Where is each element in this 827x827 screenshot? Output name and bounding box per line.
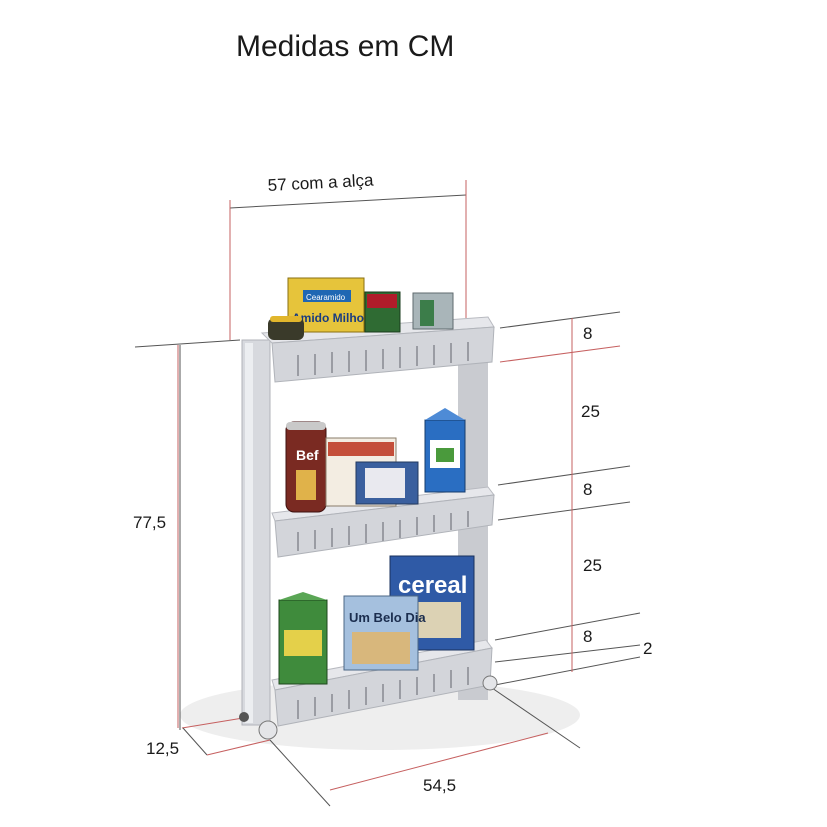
bottom-rail-label: 8 (583, 627, 592, 646)
front-post-highlight (245, 343, 253, 723)
gap-lower-label: 25 (583, 556, 602, 575)
depth-dimension-line (206, 739, 271, 756)
dimension-lines (134, 180, 641, 807)
middle-shelf-front (274, 494, 495, 558)
seg-line-4 (497, 501, 631, 521)
height-label: 77,5 (133, 513, 166, 532)
front-wheel (258, 720, 278, 740)
diagram-title: Medidas em CM (236, 30, 455, 63)
depth-extension (181, 717, 244, 729)
starch-name: Amido Milho (292, 311, 364, 325)
seg-line-7 (494, 656, 641, 686)
depth-label: 12,5 (146, 739, 179, 758)
base-dimension-line (329, 732, 549, 791)
left-wheel (239, 712, 249, 722)
seg-line-5 (494, 612, 641, 641)
seg-line-1 (499, 311, 621, 329)
jar (268, 318, 304, 340)
dimension-labels: 57 com a alça 77,5 8 25 8 25 8 2 12,5 54… (133, 170, 652, 795)
products: Cearamido Amido Milho Bef cereal Um Belo… (268, 277, 475, 685)
top-rail-label: 8 (583, 324, 592, 343)
storage-cart (239, 316, 498, 740)
mid-rail-label: 8 (583, 480, 592, 499)
chips-brand: Bef (296, 447, 319, 463)
seg-line-2 (499, 345, 621, 363)
base-right-extension (491, 687, 581, 749)
cereal-brand: cereal (398, 572, 467, 599)
starch-brand: Cearamido (306, 293, 346, 302)
depth-left-tick (182, 727, 208, 756)
breakfast-brand: Um Belo Dia (349, 610, 426, 625)
back-wheel (482, 675, 498, 691)
seg-line-3 (497, 465, 631, 486)
width-label: 57 com a alça (267, 170, 374, 195)
height-top-extension (134, 339, 241, 348)
seg-line-6 (494, 644, 641, 663)
wheel-label: 2 (643, 639, 652, 658)
base-width-label: 54,5 (423, 776, 456, 795)
shelf-slots (297, 342, 469, 719)
width-dimension-line (229, 194, 467, 209)
gap-upper-label: 25 (581, 402, 600, 421)
base-left-extension (269, 739, 331, 807)
